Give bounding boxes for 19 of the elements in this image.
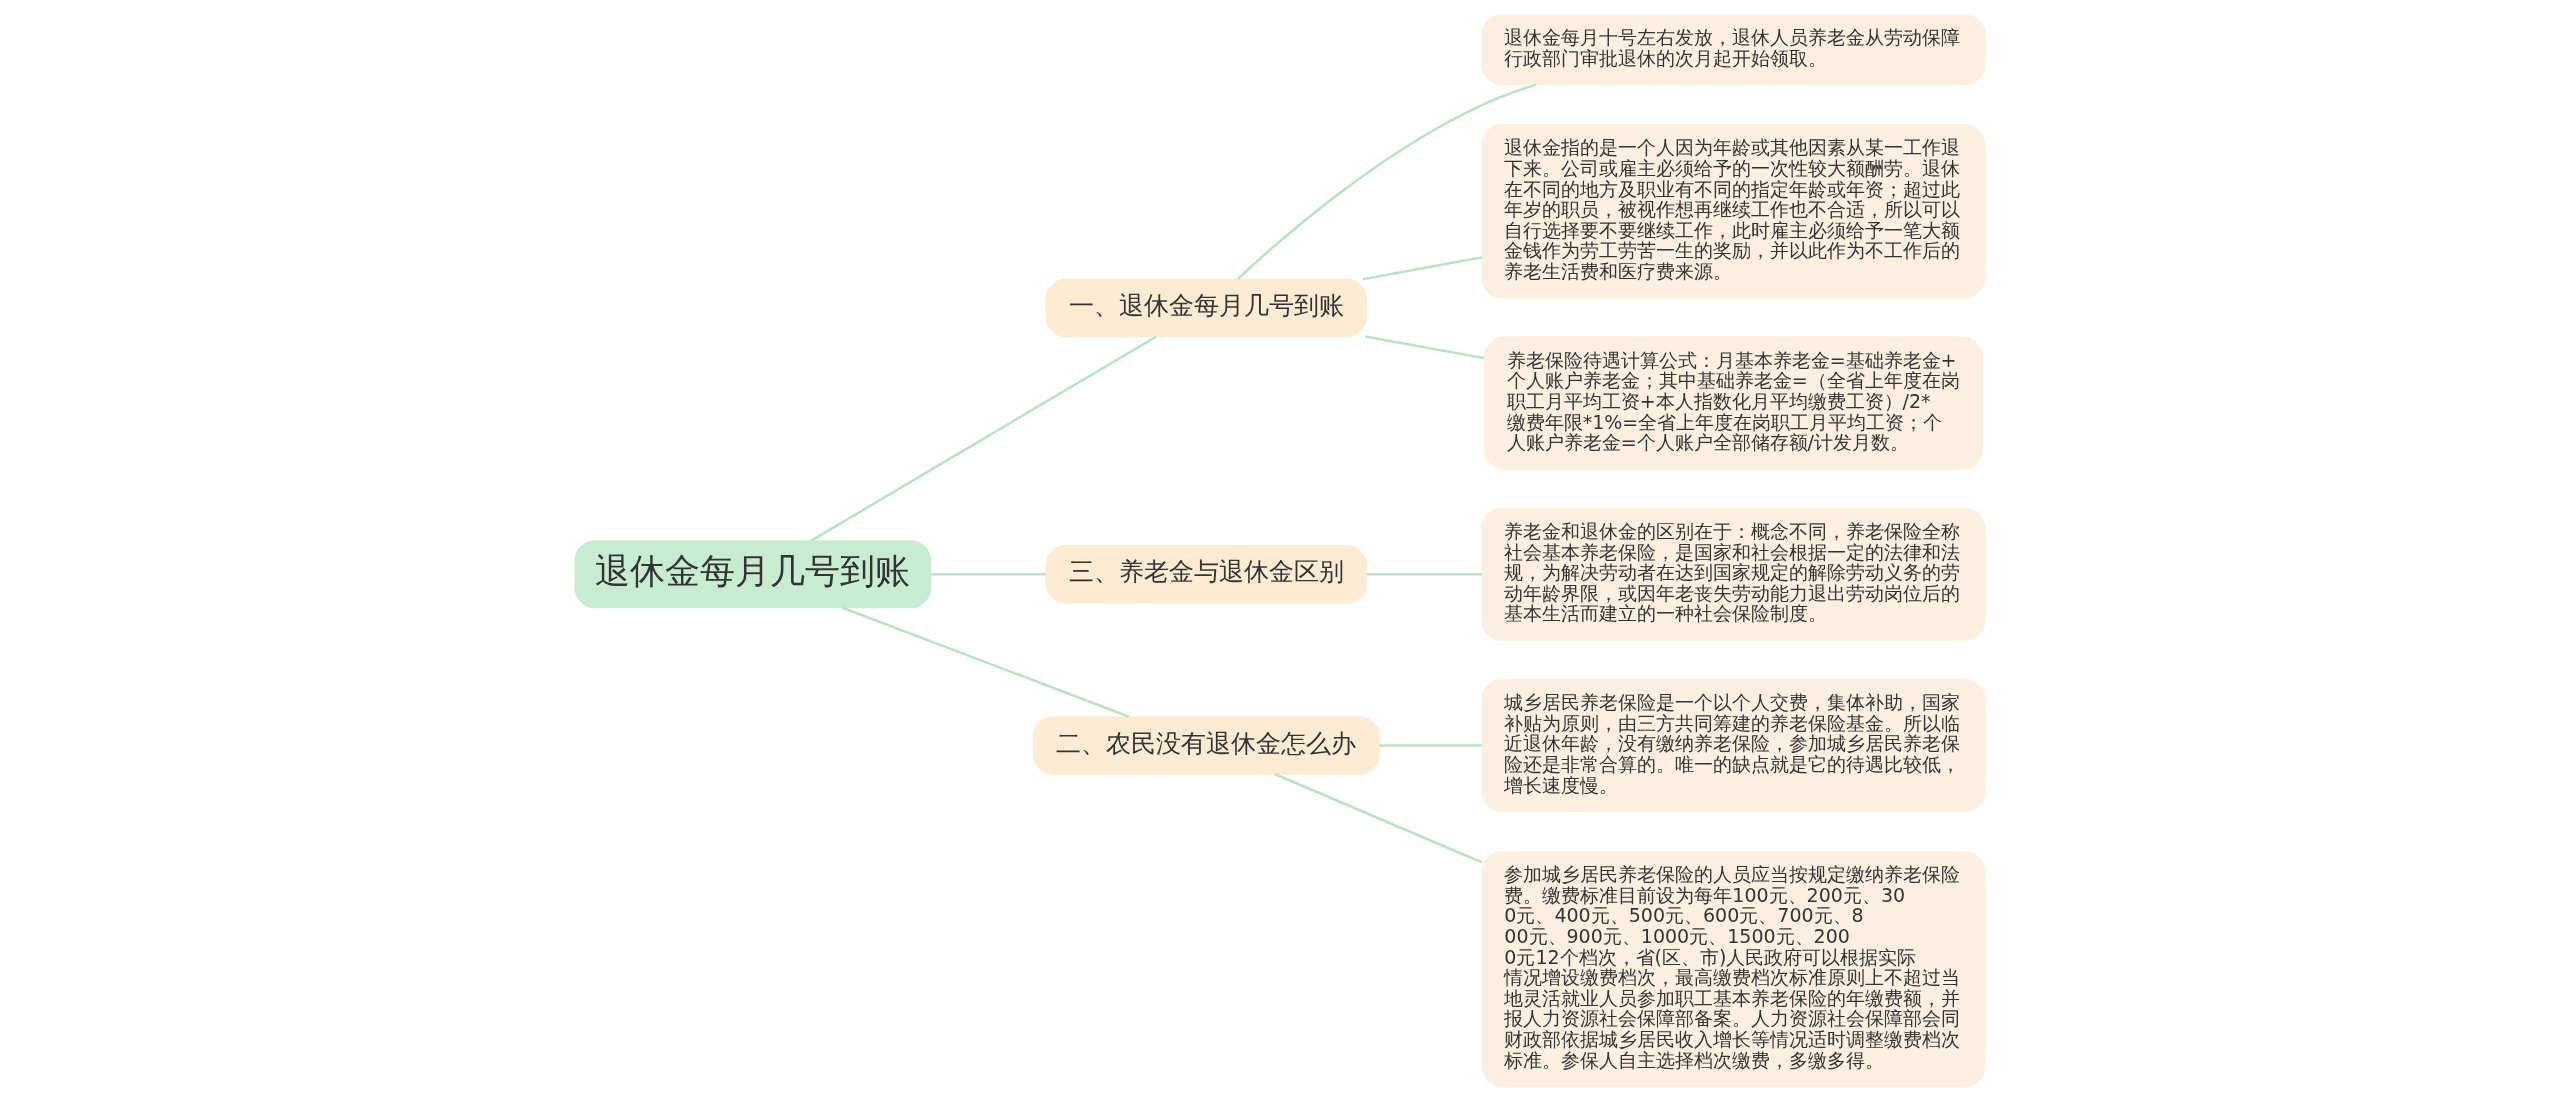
connector <box>1362 256 1483 281</box>
connector <box>1364 335 1485 360</box>
connector <box>810 335 1157 542</box>
node-box: 退休金每月十号左右发放，退休人员养老金从劳动保障行政部门审批退休的次月起开始领取。 <box>1481 13 1986 86</box>
node-box: 参加城乡居民养老保险的人员应当按规定缴纳养老保险费。缴费标准目前设为每年100元、200元、300元、400元、500元、600元、700元、800元、900元、1000元、1500元、2000元12个档次，省(区、市)人民政府可以根据实际情况增设缴费档次，最高缴费档次标准原则上不超过当地灵活就业人员参加职工基本养老保险的年缴费额，并报人力资源社会保障部备案。人力资源社会保障部会同财政部依据城乡居民收入增长等情况适时调整缴费档次标准。参保人自主选择档次缴费，多缴多得。 <box>1481 850 1986 1088</box>
node-box: 城乡居民养老保险是一个以个人交费，集体补助，国家补贴为原则，由三方共同筹建的养老保险基金。所以临近退休年龄，没有缴纳养老保险，参加城乡居民养老保险还是非常合算的。唯一的缺点就是它的待遇比较低，增长速度慢。 <box>1481 678 1986 813</box>
node-box: 退休金指的是一个人因为年龄或其他因素从某一工作退下来。公司或雇主必须给予的一次性较大额酬劳。退休在不同的地方及职业有不同的指定年龄或年资；超过此年岁的职员，被视作想再继续工作也不合适，所以可以自行选择要不要继续工作，此时雇主必须给予一笔大额金钱作为劳工劳苦一生的奖励，并以此作为不工作后的养老生活费和医疗费来源。 <box>1481 124 1986 299</box>
node-box: 养老金和退休金的区别在于：概念不同，养老保险全称社会基本养老保险，是国家和社会根据一定的法律和法规，为解决劳动者在达到国家规定的解除劳动义务的劳动年龄界限，或因年老丧失劳动能力退出劳动岗位后的基本生活而建立的一种社会保险制度。 <box>1481 507 1986 641</box>
connector <box>1366 573 1482 576</box>
connector <box>930 573 1046 576</box>
node-box: 退休金每月几号到账 <box>574 540 932 609</box>
node-box: 三、养老金与退休金区别 <box>1045 544 1368 604</box>
connector <box>1379 744 1482 747</box>
node-box: 养老保险待遇计算公式：月基本养老金=基础养老金+个人账户养老金；其中基础养老金=（全省上年度在岗职工月平均工资+本人指数化月平均缴费工资）/2*缴费年限*1%=全省上年度在岗职工月平均工资；个人账户养老金=个人账户全部储存额/计发月数。 <box>1483 336 1984 470</box>
node-box: 二、农民没有退休金怎么办 <box>1032 716 1380 775</box>
connector <box>1237 83 1537 280</box>
connector <box>1274 772 1483 864</box>
node-box: 一、退休金每月几号到账 <box>1045 278 1368 338</box>
connector <box>841 606 1130 718</box>
